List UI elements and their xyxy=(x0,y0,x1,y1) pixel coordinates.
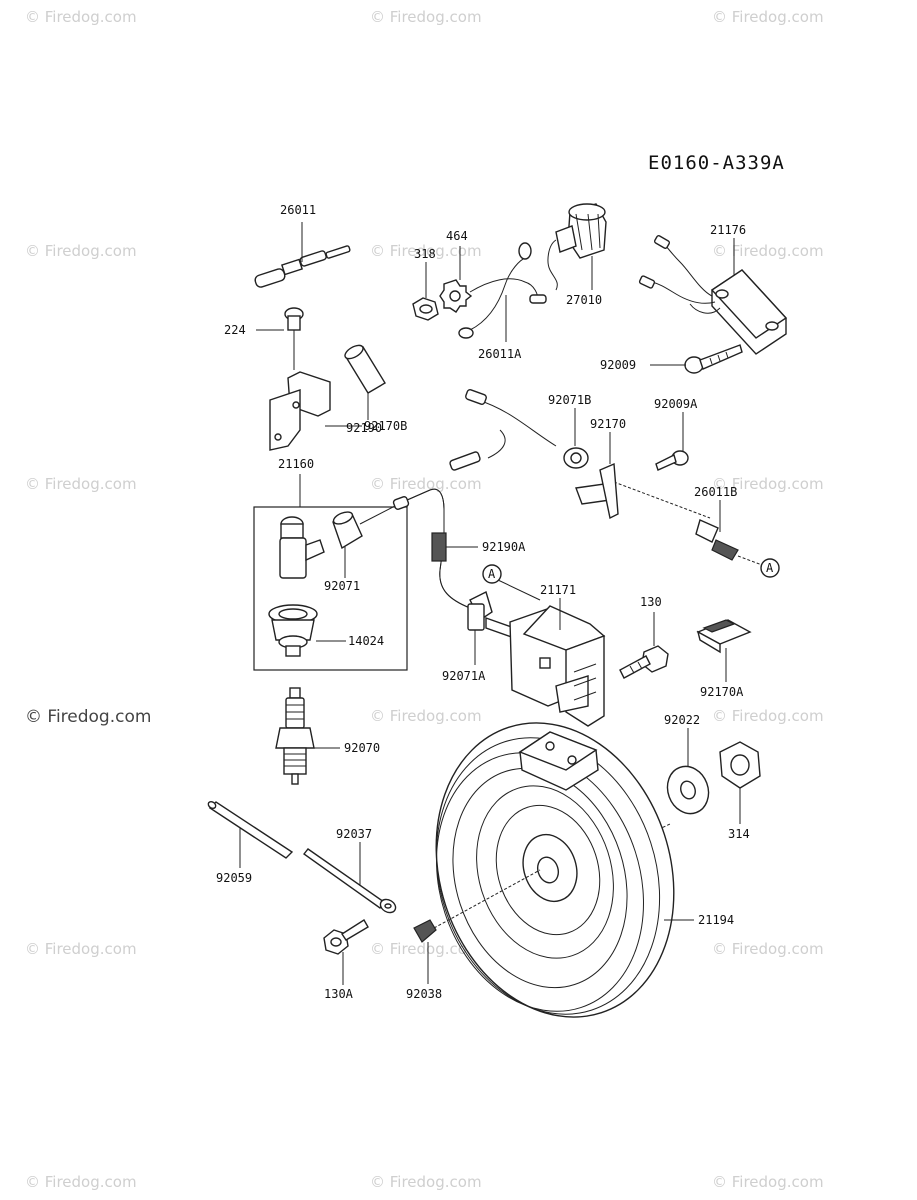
watermark: © Firedog.com xyxy=(370,8,482,26)
screw-part xyxy=(284,307,304,370)
callout-92071A: 92071A xyxy=(442,669,486,683)
callout-130: 130 xyxy=(640,595,662,609)
callout-92071: 92071 xyxy=(324,579,360,593)
watermark: © Firedog.com xyxy=(712,1173,824,1191)
callout-92170B: 92170B xyxy=(364,419,407,433)
callout-130A: 130A xyxy=(324,987,354,1001)
flywheel-part xyxy=(435,722,675,1018)
callout-27010: 27010 xyxy=(566,293,602,307)
watermark: © Firedog.com xyxy=(712,242,824,260)
tube-part xyxy=(344,344,386,394)
lead-wire-part xyxy=(458,242,547,339)
ignition-coil-part xyxy=(467,591,606,727)
watermark: © Firedog.com xyxy=(370,242,482,260)
diagram-code: E0160-A339A xyxy=(648,152,785,174)
callout-26011B: 26011B xyxy=(694,485,737,499)
screw-part xyxy=(655,450,689,471)
callout-92190A: 92190A xyxy=(482,540,526,554)
screw-part xyxy=(684,344,743,374)
bracket-part xyxy=(575,462,619,520)
group-box xyxy=(253,506,408,671)
plug-cap-part xyxy=(279,516,325,579)
washer-part xyxy=(666,765,710,815)
callout-92038: 92038 xyxy=(406,987,442,1001)
watermark: © Firedog.com xyxy=(25,242,137,260)
bolt-part xyxy=(323,919,369,955)
watermark: © Firedog.com xyxy=(712,8,824,26)
callout-92071B: 92071B xyxy=(548,393,591,407)
bolt-part xyxy=(619,645,669,679)
callout-92070: 92070 xyxy=(344,741,380,755)
callout-92170: 92170 xyxy=(590,417,626,431)
callout-314: 314 xyxy=(728,827,750,841)
callout-21160: 21160 xyxy=(278,457,314,471)
callout-21194: 21194 xyxy=(698,913,734,927)
callout-318: 318 xyxy=(414,247,436,261)
watermark: © Firedog.com xyxy=(370,1173,482,1191)
watermark: © Firedog.com xyxy=(712,707,824,725)
watermark: © Firedog.com xyxy=(370,475,482,493)
watermark: © Firedog.com xyxy=(370,940,482,958)
shaft-part xyxy=(207,800,294,859)
star-washer-part xyxy=(439,279,473,313)
callout-14024: 14024 xyxy=(348,634,384,648)
ignition-unit-part xyxy=(638,235,788,355)
watermark: © Firedog.com xyxy=(370,707,482,725)
lever-part xyxy=(302,848,397,914)
callout-92022: 92022 xyxy=(664,713,700,727)
lead-wire-part xyxy=(449,389,711,519)
watermark: © Firedog.com xyxy=(25,940,137,958)
callout-21171: 21171 xyxy=(540,583,576,597)
clip-part xyxy=(696,619,752,654)
watermark: © Firedog.com xyxy=(712,940,824,958)
reference-circle xyxy=(482,564,502,584)
grommet-part xyxy=(268,604,318,657)
watermark-dark: © Firedog.com xyxy=(25,707,152,727)
callout-A-ref-2: A xyxy=(766,561,774,575)
callout-92037: 92037 xyxy=(336,827,372,841)
callout-A-ref-1: A xyxy=(488,567,496,581)
callout-92059: 92059 xyxy=(216,871,252,885)
callout-464: 464 xyxy=(446,229,468,243)
callout-26011: 26011 xyxy=(280,203,316,217)
watermark: © Firedog.com xyxy=(25,1173,137,1191)
callout-21176: 21176 xyxy=(710,223,746,237)
nut-part xyxy=(719,741,761,789)
callout-92170A: 92170A xyxy=(700,685,744,699)
nut-part xyxy=(412,297,439,321)
bracket-part xyxy=(269,371,331,451)
grommet-part xyxy=(563,447,589,469)
ignition-cable-part xyxy=(392,488,471,609)
callout-92009A: 92009A xyxy=(654,397,698,411)
watermark: © Firedog.com xyxy=(25,475,137,493)
spark-plug-part xyxy=(275,687,315,785)
terminal-cable-part xyxy=(254,245,351,288)
terminal-part xyxy=(695,519,771,569)
key-part xyxy=(413,919,437,943)
switch-part xyxy=(547,203,607,291)
reference-circle xyxy=(760,558,780,578)
watermark: © Firedog.com xyxy=(712,475,824,493)
watermark: © Firedog.com xyxy=(25,8,137,26)
callout-92190: 92190 xyxy=(346,421,382,435)
callout-224: 224 xyxy=(224,323,246,337)
plug-sleeve-part xyxy=(332,511,363,550)
callout-92009: 92009 xyxy=(600,358,636,372)
callout-26011A: 26011A xyxy=(478,347,522,361)
